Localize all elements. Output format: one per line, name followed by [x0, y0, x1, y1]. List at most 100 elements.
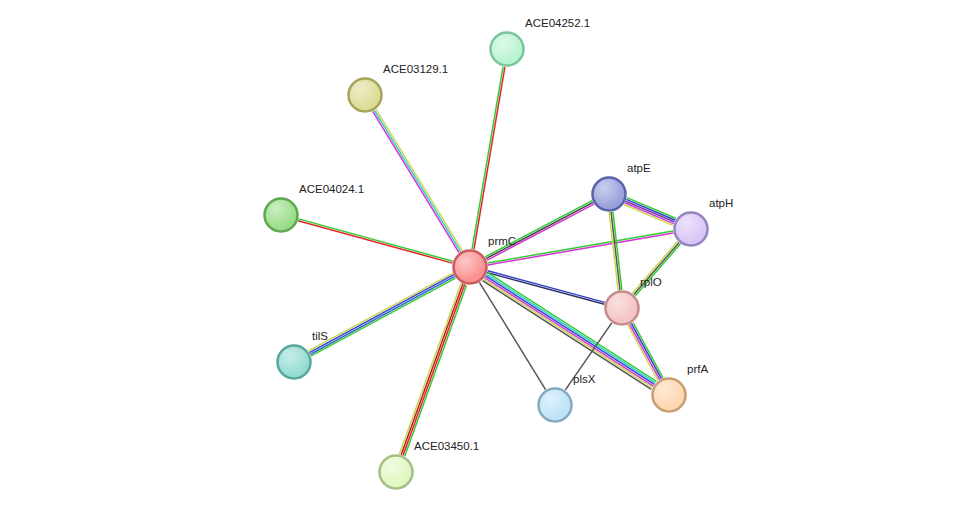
evidence-line — [635, 244, 680, 296]
node-circle — [263, 197, 299, 233]
evidence-line — [632, 241, 677, 293]
protein-node: plsX — [537, 387, 573, 423]
protein-label: ACE03129.1 — [383, 63, 448, 76]
circle-shine — [350, 80, 380, 110]
protein-label: prmC — [488, 235, 516, 248]
circle-fill — [653, 379, 686, 412]
protein-node: prmC — [452, 249, 488, 285]
protein-node: ACE03129.1 — [347, 77, 383, 113]
circle-shine — [594, 179, 624, 209]
interaction-edge — [399, 283, 466, 456]
evidence-line — [609, 212, 618, 290]
circle-shine — [607, 293, 637, 323]
evidence-line — [626, 199, 675, 220]
protein-node: ACE04024.1 — [263, 197, 299, 233]
evidence-line — [565, 323, 612, 390]
protein-label: prfA — [687, 363, 708, 376]
interaction-edge — [632, 241, 680, 295]
evidence-line — [633, 322, 663, 377]
circle-fill — [454, 251, 487, 284]
evidence-line — [485, 278, 654, 387]
evidence-line — [472, 67, 503, 250]
node-circle — [276, 344, 312, 380]
protein-label: ACE04024.1 — [299, 183, 364, 196]
evidence-line — [310, 276, 454, 354]
circle-shine — [266, 200, 296, 230]
circle-shine — [455, 252, 485, 282]
evidence-line — [624, 205, 673, 226]
evidence-line — [299, 219, 453, 261]
node-circle — [489, 31, 525, 67]
evidence-line — [627, 198, 676, 219]
interaction-edge — [609, 212, 622, 291]
circle-fill — [380, 456, 413, 489]
interaction-edge — [298, 219, 453, 263]
evidence-line — [403, 284, 465, 455]
protein-label: tilS — [312, 330, 328, 343]
evidence-line — [405, 285, 467, 456]
circle-shine — [492, 34, 522, 64]
evidence-line — [401, 284, 463, 455]
circle-fill — [265, 199, 298, 232]
circle-shine — [540, 390, 570, 420]
interaction-edge — [565, 323, 612, 390]
evidence-line — [630, 324, 660, 379]
circle-shine — [654, 380, 684, 410]
protein-node: tilS — [276, 344, 312, 380]
protein-label: plsX — [573, 373, 595, 386]
evidence-line — [634, 243, 679, 295]
evidence-line — [311, 278, 455, 356]
protein-node: rplO — [604, 290, 640, 326]
node-circle — [591, 176, 627, 212]
circle-shine — [676, 214, 706, 244]
circle-fill — [491, 33, 524, 66]
evidence-line — [487, 204, 594, 260]
circle-fill — [675, 213, 708, 246]
circle-shine — [279, 347, 309, 377]
interaction-edge — [485, 201, 594, 261]
protein-node: prfA — [651, 377, 687, 413]
evidence-line — [474, 67, 505, 250]
evidence-line — [628, 325, 658, 380]
node-circle — [537, 387, 573, 423]
circle-shine — [381, 457, 411, 487]
evidence-line — [484, 279, 653, 388]
circle-fill — [539, 389, 572, 422]
node-circle — [347, 77, 383, 113]
evidence-line — [631, 323, 661, 378]
protein-label: ACE03450.1 — [414, 440, 479, 453]
evidence-line — [486, 276, 655, 385]
protein-node: atpE — [591, 176, 627, 212]
evidence-line — [488, 231, 674, 263]
protein-node: ACE03450.1 — [378, 454, 414, 490]
interaction-edge — [308, 273, 455, 356]
protein-label: ACE04252.1 — [525, 17, 590, 30]
protein-label: atpE — [627, 162, 651, 175]
interaction-edge — [624, 198, 676, 226]
evidence-line — [308, 273, 452, 351]
node-circle — [452, 249, 488, 285]
protein-node: ACE04252.1 — [489, 31, 525, 67]
circle-fill — [278, 346, 311, 379]
evidence-line — [488, 233, 674, 265]
node-circle — [673, 211, 709, 247]
protein-label: atpH — [709, 197, 733, 210]
interaction-edge — [373, 109, 462, 252]
evidence-line — [373, 111, 459, 252]
node-circle — [604, 290, 640, 326]
evidence-line — [611, 212, 620, 290]
evidence-line — [376, 109, 462, 250]
node-circle — [378, 454, 414, 490]
protein-label: rplO — [640, 276, 662, 289]
evidence-line — [309, 275, 453, 353]
evidence-line — [374, 110, 460, 251]
evidence-line — [625, 203, 674, 224]
evidence-line — [298, 221, 452, 263]
evidence-line — [399, 283, 461, 454]
circle-fill — [349, 79, 382, 112]
circle-fill — [593, 178, 626, 211]
interaction-edge — [472, 67, 505, 250]
